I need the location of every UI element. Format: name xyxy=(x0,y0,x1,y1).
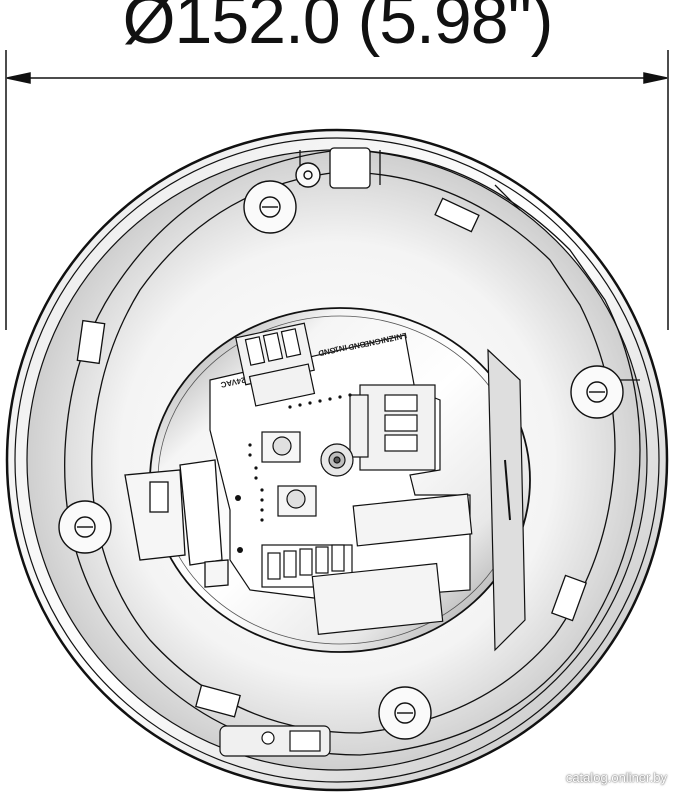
board-connectors xyxy=(311,493,473,635)
dip-switch-array xyxy=(261,544,353,588)
terminal-label-gnd-3: GND xyxy=(362,336,381,349)
clip-right-lower xyxy=(550,574,588,622)
clip-bottom-left xyxy=(195,684,241,718)
cable-clip-bottom xyxy=(219,725,331,757)
screw-hole-small-top xyxy=(295,162,321,188)
mounting-screw-holes xyxy=(58,162,624,740)
screw-hole-top xyxy=(243,180,297,234)
clip-left xyxy=(76,319,106,365)
board-pin-dots xyxy=(235,393,352,553)
terminal-label-in1: IN1 xyxy=(333,343,348,355)
clip-top-right xyxy=(434,197,480,233)
dimension-arrow-left xyxy=(6,72,31,84)
screw-hole-right xyxy=(570,365,624,419)
screw-hole-left xyxy=(58,500,112,554)
dimension-arrow-right xyxy=(643,72,668,84)
ring-clips xyxy=(76,147,588,718)
inner-wall-right xyxy=(487,348,526,652)
terminal-label-gnd-2: GND xyxy=(347,339,366,352)
terminal-label-gnd-1: GND xyxy=(317,345,336,358)
side-bracket-left xyxy=(124,459,229,588)
diameter-dimension-label: Ø152.0 (5.98") xyxy=(122,0,554,58)
terminal-label-lni: LNI xyxy=(393,331,407,342)
dimension-line xyxy=(5,50,669,330)
board-buttons xyxy=(261,431,354,517)
terminal-label-zni: ZNI xyxy=(380,333,394,344)
terminal-block-power xyxy=(235,322,316,407)
screw-hole-bottom xyxy=(378,686,432,740)
terminal-block-io xyxy=(349,384,436,471)
circuit-board xyxy=(209,322,473,635)
watermark: catalog.onliner.by xyxy=(565,770,667,785)
